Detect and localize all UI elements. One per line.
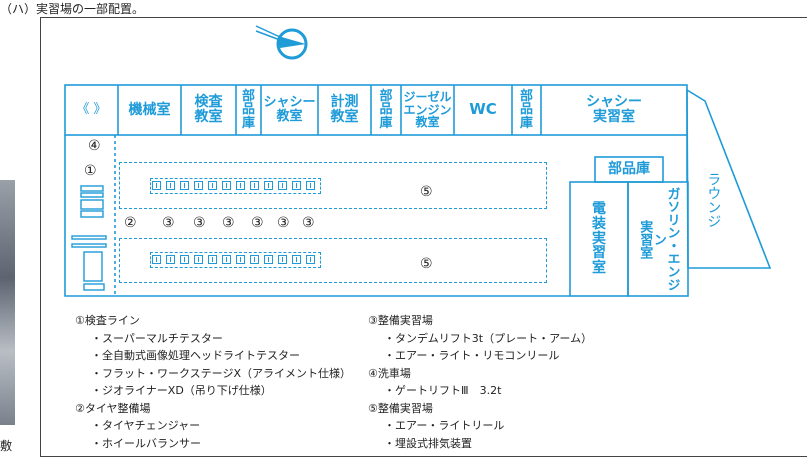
lift-symbol (180, 255, 189, 264)
lift-symbol (236, 255, 245, 264)
legend-subitem: ・埋設式排気装置 (384, 436, 472, 450)
area-5-label-bottom: ⑤ (420, 256, 433, 272)
area-3-label: ③ (302, 215, 315, 231)
legend-heading: ⑤整備実習場 (368, 401, 433, 415)
lift-group-top (150, 178, 321, 194)
lift-symbol (152, 255, 161, 264)
lift-symbol (166, 255, 175, 264)
lift-symbol (278, 181, 287, 190)
lift-symbol (250, 255, 259, 264)
legend-subitem: ・ゲートリフトⅢ 3.2t (384, 384, 502, 397)
room-denso: 電 装 実 習 室 (592, 201, 606, 277)
room-buhin-side: 部品庫 (608, 161, 650, 178)
lift-symbol (208, 255, 217, 264)
lift-symbol (306, 181, 315, 190)
area-3-label: ③ (162, 215, 175, 231)
lift-symbol (236, 181, 245, 190)
room-wc: WC (469, 100, 497, 119)
area-5-label-top: ⑤ (420, 184, 433, 200)
legend-left: ①検査ライン・スーパーマルチテスター・全自動式画像処理ヘッドライトテスター・フラ… (75, 312, 351, 452)
lift-symbol (208, 181, 217, 190)
room-chassis-jisshu: シャシー 実習室 (586, 94, 642, 125)
lift-symbol (222, 255, 231, 264)
legend-heading: ②タイヤ整備場 (75, 401, 151, 415)
room-gasoline: ガソリン・エンジン 実習室 (637, 187, 680, 291)
legend-subitem: ・ジオライナーXD（吊り下げ仕様） (91, 384, 272, 397)
legend-subitem: ・エアー・ライトリール (384, 419, 505, 432)
lift-symbol (264, 181, 273, 190)
lift-symbol (250, 181, 259, 190)
legend-subitem: ・全自動式画像処理ヘッドライトテスター (91, 349, 300, 362)
room-buhin-1: 部 品 庫 (241, 88, 255, 131)
lift-row-bottom (152, 255, 322, 265)
legend-right: ③整備実習場・タンデムリフト3t（プレート・アーム） ・エアー・ライト・リモコンリ… (368, 312, 592, 452)
area-2-label: ② (124, 215, 137, 231)
area-3-label: ③ (193, 215, 206, 231)
lift-row-top (152, 181, 322, 191)
layout-frame (40, 17, 807, 457)
work-bay-top (119, 162, 547, 209)
lift-symbol (180, 181, 189, 190)
left-photo-fragment (0, 180, 15, 425)
room-keisoku: 計測 教室 (330, 94, 359, 125)
lift-symbol (264, 255, 273, 264)
area-4-label: ④ (88, 138, 101, 154)
lift-symbol (306, 255, 315, 264)
lift-symbol (166, 181, 175, 190)
legend-heading: ④洗車場 (368, 366, 411, 380)
room-chassis-kyoshitsu: シャシー 教室 (263, 95, 316, 124)
lift-symbol (222, 181, 231, 190)
legend-subitem: ・タイヤチェンジャー (91, 419, 201, 432)
left-text-fragment: 敷 (0, 439, 13, 453)
lift-symbol (292, 181, 301, 190)
top-caption-fragment: （ハ）実習場の一部配置。 (0, 2, 145, 16)
area-3-label: ③ (222, 215, 235, 231)
stairs-symbol: 《 》 (76, 102, 107, 118)
room-buhin-3: 部 品 庫 (519, 88, 533, 131)
lift-symbol (194, 181, 203, 190)
lift-symbol (292, 255, 301, 264)
lift-symbol (194, 255, 203, 264)
lift-symbol (152, 181, 161, 190)
room-kikai: 機械室 (128, 101, 171, 118)
compass-icon (255, 25, 308, 60)
area-3-label: ③ (277, 215, 290, 231)
legend-subitem: ・スーパーマルチテスター (91, 331, 223, 345)
legend-heading: ③整備実習場 (368, 314, 433, 327)
room-kensa: 検査 教室 (194, 94, 223, 125)
room-buhin-2: 部 品 庫 (379, 88, 393, 131)
lift-symbol (278, 255, 287, 264)
legend-subitem: ・タンデムリフト3t（プレート・アーム） (384, 331, 593, 345)
legend-subitem: ・フラット・ワークステージX（アライメント仕様） (91, 366, 351, 380)
lift-group-bottom (150, 252, 321, 268)
legend-subitem: ・エアー・ライト・リモコンリール (384, 349, 560, 362)
work-bay-bottom (119, 238, 547, 283)
area-3-label: ③ (251, 215, 264, 231)
room-lounge: ラウンジ (705, 172, 722, 228)
area-1-label: ① (84, 163, 97, 179)
room-diesel: ジーゼル エンジン 教室 (403, 90, 452, 130)
legend-heading: ①検査ライン (75, 314, 140, 327)
legend-subitem: ・ホイールバランサー (91, 436, 201, 450)
